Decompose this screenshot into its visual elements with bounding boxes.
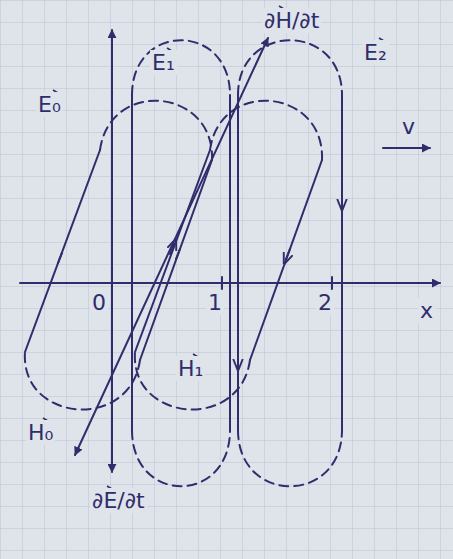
- vector-label: H₁: [176, 356, 205, 381]
- axis-ticks: [112, 277, 332, 289]
- axis-label: x: [418, 298, 435, 323]
- e-axis: [111, 30, 113, 472]
- vector-label: ∂H/∂t: [262, 8, 321, 33]
- vector-label: H₀: [26, 420, 55, 445]
- h-axis: [75, 38, 268, 455]
- axis-label: 1: [206, 290, 224, 315]
- vector-label: ∂E/∂t: [90, 488, 147, 513]
- field-direction: [58, 244, 174, 263]
- e-field-line: [132, 95, 342, 430]
- h-field-line: [25, 150, 322, 360]
- vector-label: E₂: [362, 40, 389, 65]
- h-field-loop-end: [25, 101, 322, 410]
- velocity-arrow: [383, 147, 430, 149]
- field-direction: [176, 249, 290, 259]
- vector-label: E₀: [36, 92, 63, 117]
- axis-label: 2: [316, 290, 334, 315]
- axis-label: 0: [90, 290, 108, 315]
- field-direction: [132, 195, 342, 205]
- vector-label: E₁: [150, 50, 177, 75]
- axis-label: v: [400, 114, 417, 139]
- field-direction: [230, 235, 238, 365]
